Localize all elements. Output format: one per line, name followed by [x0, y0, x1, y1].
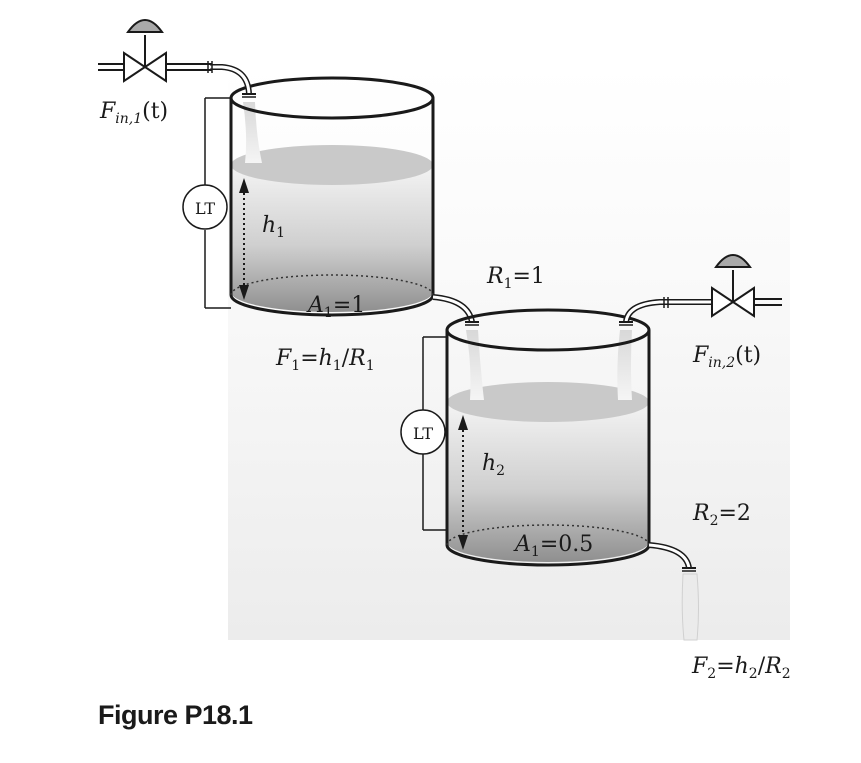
tank-2-level-arrow-head-up: [458, 415, 468, 430]
outflow-1-equation: F1=h1/R1: [275, 346, 375, 374]
tank-2-liquid-surface: [447, 382, 649, 422]
tank-1-level-label: h1: [262, 213, 285, 241]
lt2-label: LT: [413, 424, 433, 443]
tank-2-bottom-back: [446, 524, 650, 546]
tank-2-rim: [445, 308, 651, 352]
tank-2-area-label: A1=0.5: [513, 532, 593, 560]
tank-1-area-label: A1=1: [306, 293, 365, 321]
tank-1-level-arrow-head-down: [239, 285, 249, 300]
tank-2: [445, 297, 714, 641]
tank-2-outlet-stream: [681, 573, 699, 641]
figure-caption: Figure P18.1: [98, 700, 253, 730]
level-transmitter-1: LT: [182, 97, 231, 309]
tank-1-liquid-surface: [231, 145, 433, 185]
tank-2-bottom-front: [445, 544, 651, 567]
level-transmitter-2: LT: [400, 336, 447, 531]
inflow-1-valve: [98, 19, 213, 83]
tank-2-liquid: [447, 402, 649, 562]
tank-2-inlet-stream-2: [617, 330, 632, 400]
tank-1-level-arrow-head-up: [239, 178, 249, 193]
resistance-1-label: R1=1: [486, 264, 545, 292]
tank-1: [210, 64, 479, 326]
inflow-2-valve: [711, 254, 782, 318]
inflow-2-label: Fin,2(t): [692, 343, 761, 371]
lt1-label: LT: [195, 199, 215, 218]
tank-1-bottom-front: [229, 294, 435, 317]
resistance-2-label: R2=2: [692, 501, 751, 529]
tank-2-inlet-stream-1: [466, 330, 484, 400]
tank-1-inlet-stream: [243, 102, 262, 163]
tank-2-level-arrow-head-down: [458, 535, 468, 550]
tank-2-level-label: h2: [482, 451, 505, 479]
outflow-2-equation: F2=h2/R2: [691, 654, 791, 682]
inflow-1-label: Fin,1(t): [99, 99, 168, 127]
tank-1-liquid: [231, 165, 433, 312]
